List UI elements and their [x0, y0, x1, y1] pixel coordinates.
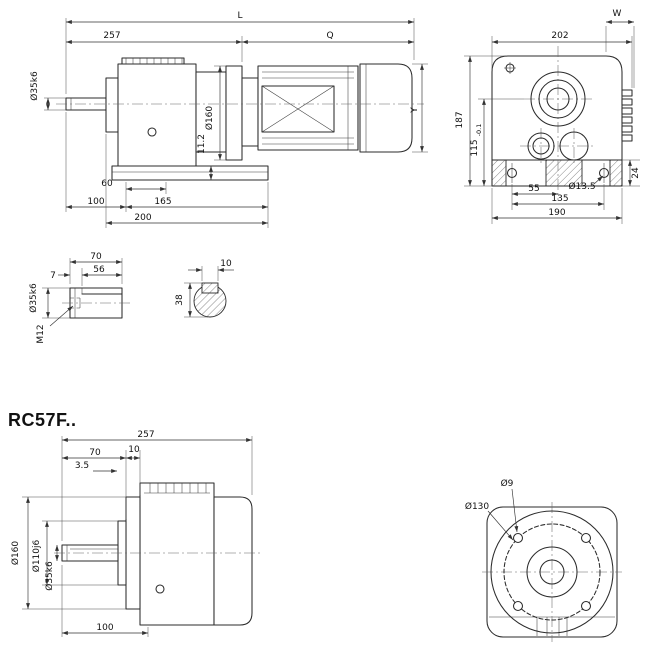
dim-257: 257: [103, 31, 120, 41]
bolt-hole: [580, 532, 592, 544]
flange-front-view: Ø9 Ø130: [465, 478, 622, 642]
shaft-detail: 70 56 7 Ø35k6 M12: [28, 252, 132, 344]
dim-Y: Y: [410, 107, 420, 114]
dim-10: 10: [220, 259, 232, 269]
side-view: [56, 57, 424, 181]
dim-shaft-dia: Ø35k6: [28, 283, 39, 313]
dim-bolt-circle-dia: Ø130: [465, 501, 490, 512]
key: [201, 282, 219, 294]
shaft-circle: [539, 559, 565, 585]
dim-flange-dia: Ø160: [204, 106, 215, 131]
gear-housing: [117, 63, 197, 167]
dim-38: 38: [175, 294, 185, 306]
dim-foot-hole-dia: Ø13.5: [568, 181, 595, 192]
dim-56: 56: [93, 265, 105, 275]
dim-60: 60: [101, 179, 113, 189]
dim-shaft-dia: Ø35k6: [29, 71, 40, 101]
output-shaft: [61, 544, 119, 562]
drain-plug: [155, 584, 165, 594]
dim-100: 100: [87, 197, 104, 207]
hub-circle: [526, 546, 578, 598]
mounting-foot: [111, 165, 269, 181]
dim-257: 257: [137, 430, 154, 440]
bolt-hole: [580, 600, 592, 612]
dim-11-2: 11.2: [197, 134, 207, 154]
bolt-hole: [512, 600, 524, 612]
dim-200: 200: [134, 213, 151, 223]
dim-7: 7: [50, 271, 56, 281]
flange-side-view: 257 70 10 3.5 Ø160 Ø110j6 Ø35k6 100: [10, 430, 262, 637]
dim-190: 190: [548, 208, 565, 218]
dim-115-tolerance: -0.1: [475, 124, 483, 137]
side-view-dimensions: L 257 Q Ø35k6 Ø160 11.2 Y 60: [29, 11, 428, 228]
dim-3-5: 3.5: [75, 461, 89, 471]
gear-housing: [139, 482, 215, 626]
bolt-hole: [512, 532, 524, 544]
dim-Q: Q: [326, 31, 333, 41]
end-view-dimensions: W 202 187 115 -0.1 24 55 Ø13.5 135: [455, 9, 641, 224]
dim-flange-dia: Ø160: [10, 541, 21, 566]
fan-cowl: [359, 63, 413, 153]
output-bore: [530, 71, 586, 127]
flange-face-circle: [490, 510, 614, 634]
adapter-flange: [225, 65, 243, 161]
dim-W: W: [613, 9, 622, 19]
bolt-circle: [503, 523, 601, 621]
dim-spigot-dia: Ø110j6: [31, 539, 42, 572]
dim-115: 115: [470, 139, 480, 156]
dim-bolt-hole-dia: Ø9: [501, 478, 514, 489]
dim-100: 100: [96, 623, 113, 633]
model-title: RC57F..: [8, 410, 77, 430]
dim-135: 135: [551, 194, 568, 204]
key-section: 10 38: [175, 259, 234, 318]
dim-tap-m12: M12: [36, 324, 46, 343]
dim-10: 10: [128, 445, 140, 455]
dim-55: 55: [528, 184, 539, 194]
dim-70: 70: [90, 252, 102, 262]
dim-165: 165: [154, 197, 171, 207]
drain-plug: [147, 127, 157, 137]
dim-70: 70: [89, 448, 101, 458]
dim-24: 24: [631, 167, 641, 179]
end-view: [478, 46, 633, 200]
intermediate-bore: [527, 132, 555, 160]
dim-shaft-dia: Ø35k6: [44, 561, 55, 591]
dim-202: 202: [551, 31, 568, 41]
dim-187: 187: [455, 111, 465, 128]
dim-L: L: [237, 11, 242, 21]
housing-outline: [491, 55, 623, 187]
